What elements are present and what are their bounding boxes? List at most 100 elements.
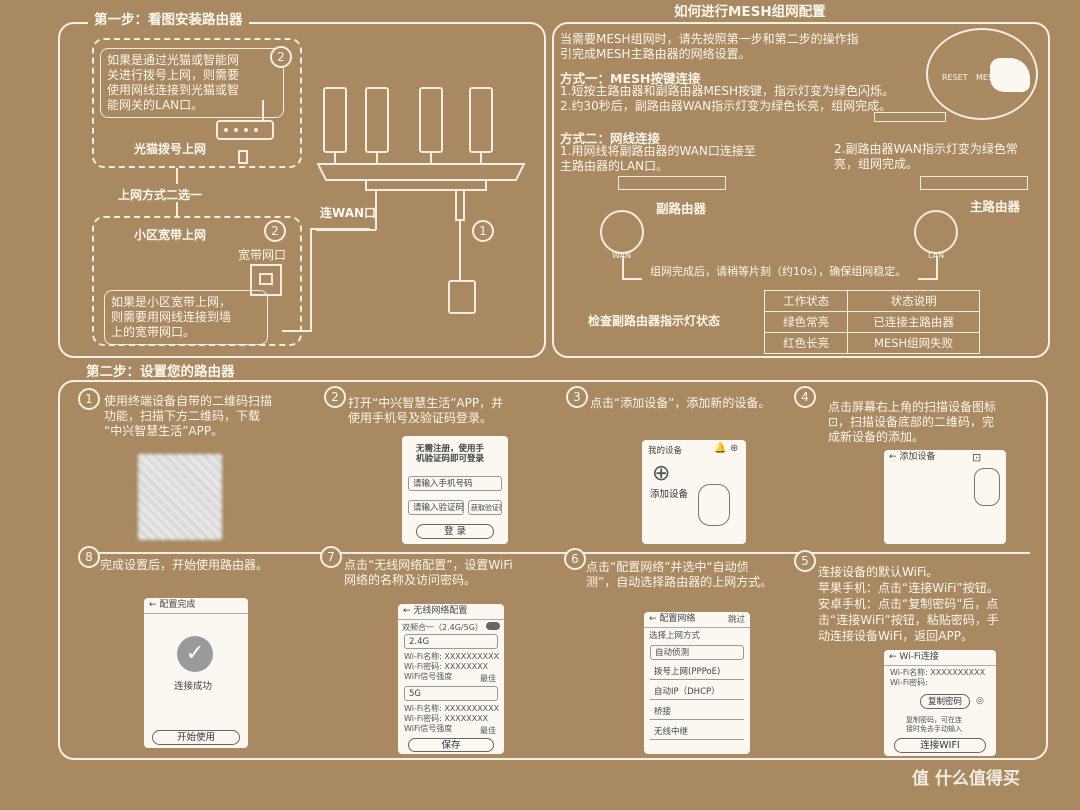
option-dhcp[interactable]: 自动IP（DHCP） [650,685,744,700]
modem-antenna [262,100,264,120]
method2-title: 方式二：网线连接 [560,131,661,146]
cable-to-wall [282,330,312,332]
wireless-config-screen-mock: ← 无线网络配置 双频合一（2.4G/5G） 2.4G Wi-Fi名称: XXX… [398,604,504,754]
broadband-title: 小区宽带上网 [134,228,207,242]
dual-band-toggle-label: 双频合一（2.4G/5G） [402,623,483,632]
router-illustration [316,87,526,280]
wifi-pwd-24g[interactable]: Wi-Fi密码: XXXXXXXX [404,662,489,671]
add-device-screen-mock: 我的设备 🔔 ⊕ ⊕ 添加设备 [642,440,746,544]
login-button[interactable]: 登 录 [416,524,494,539]
step1-title: 第一步：看图安装路由器 [88,8,249,28]
method1-step2: 2.约30秒后，副路由器WAN指示灯变为绿色长亮，组网完成。 [560,99,892,113]
step2-number-8: 8 [78,546,100,568]
network-config-screen-mock: ← 配置网络 跳过 选择上网方式 自动侦测 拨号上网(PPPoE) 自动IP（D… [644,612,750,754]
copy-note: 复制密码，可在连 接时免去手动输入 [906,716,962,733]
check-circle-icon: ✓ [177,636,213,672]
skip-link[interactable]: 跳过 [728,615,746,625]
default-wifi-name: Wi-Fi名称: XXXXXXXXXX [890,668,986,677]
mesh-cable-bottom-right [918,278,938,280]
lan-port-closeup [914,210,958,254]
phone-input[interactable]: 请输入手机号码 [408,476,502,491]
step2-step2-text: 打开“中兴智慧生活”APP，并 使用手机号及验证码登录。 [348,396,504,425]
cable-plug-icon [238,150,248,164]
default-wifi-pwd: Wi-Fi密码: [890,678,928,687]
network-config-head: ← 配置网络 [644,612,750,628]
connect-success-label: 连接成功 [174,681,213,692]
check-status-label: 检查副路由器指示灯状态 [588,314,721,328]
step-number-1: 1 [472,220,494,242]
complete-screen-head: ← 配置完成 [144,598,248,614]
wan-port-label: WAN [612,251,631,260]
wifi-name-5g[interactable]: Wi-Fi名称: XXXXXXXXXX [404,704,500,713]
copy-password-button[interactable]: 复制密码 [920,694,970,709]
connect-wifi-button[interactable]: 连接WIFI [894,738,986,753]
wifi-name-24g[interactable]: Wi-Fi名称: XXXXXXXXXX [404,652,500,661]
router-led-strip-icon [874,112,946,122]
bell-icon: 🔔 [714,443,727,454]
step-number-2-bottom: 2 [264,220,286,242]
main-router-label: 主路由器 [970,199,1021,214]
signal-best-24g[interactable]: 最佳 [480,674,496,683]
step2-panel [58,380,1048,760]
dual-band-toggle[interactable] [486,622,500,630]
scan-screen-mock: ← 添加设备 ⊡ [884,450,1006,544]
mesh-cable-right [936,256,938,278]
mesh-cable-bottom [622,278,642,280]
wifi-connect-head: ← Wi-Fi连接 [884,650,996,666]
mesh-cable-left [622,256,624,278]
band-5g-label: 5G [404,686,498,701]
save-button[interactable]: 保存 [408,738,494,752]
wifi-pwd-5g[interactable]: Wi-Fi密码: XXXXXXXX [404,714,489,723]
step2-step1-text: 使用终端设备自带的二维码扫描 功能，扫描下方二维码，下载 “中兴智慧生活”APP… [104,394,273,438]
either-connector [176,168,178,184]
sub-router-label: 副路由器 [656,201,707,216]
step2-number-2: 2 [324,386,346,408]
option-bridge[interactable]: 桥接 [650,705,744,720]
modem-label: 光猫拨号上网 [134,142,207,156]
start-using-button[interactable]: 开始使用 [152,730,240,745]
table-cell: MESH组网失败 [847,332,980,354]
table-row: 红色长亮 MESH组网失败 [763,332,980,354]
table-cell: 已连接主路由器 [847,311,980,333]
tapping-hand-icon [698,484,730,526]
get-code-button[interactable]: 获取验证码 [468,500,502,515]
wan-port-closeup [600,210,644,254]
option-auto-detect[interactable]: 自动侦测 [650,645,744,660]
wireless-config-head: ← 无线网络配置 [398,604,504,620]
tapping-hand-icon [974,468,1000,506]
modem-dashed-box [92,38,302,168]
wall-port-label: 宽带网口 [238,248,287,262]
signal-best-5g[interactable]: 最佳 [480,726,496,735]
mesh-title: 如何进行MESH组网配置 [668,0,832,20]
step2-step7-text: 点击“无线网络配置”，设置WiFi 网络的名称及访问密码。 [344,558,513,587]
option-wireless-relay[interactable]: 无线中继 [650,725,744,740]
step2-number-6: 6 [564,548,586,570]
status-table: 工作状态 状态说明 绿色常亮 已连接主路由器 红色长亮 MESH组网失败 [763,290,980,354]
mesh-button-label: MESH [976,73,1000,82]
add-circle-icon[interactable]: ⊕ [730,443,739,454]
wifi-connect-screen-mock: ← Wi-Fi连接 Wi-Fi名称: XXXXXXXXXX Wi-Fi密码: 复… [884,650,996,756]
step2-step3-text: 点击“添加设备”，添加新的设备。 [590,396,771,410]
mesh-button-closeup [926,28,1038,120]
method2-step2: 2.副路由器WAN指示灯变为绿色常 亮，组网完成。 [834,142,1018,171]
table-row: 绿色常亮 已连接主路由器 [763,311,980,333]
mesh-wait-note: 组网完成后，请稍等片刻（约10s），确保组网稳定。 [650,265,907,278]
step2-step4-text: 点击屏幕右上角的扫描设备图标 ⊡，扫描设备底部的二维码，完 成新设备的添加。 [828,400,997,444]
add-plus-icon[interactable]: ⊕ [652,461,671,486]
either-label: 上网方式二选一 [118,188,203,202]
eye-icon[interactable]: ◎ [976,696,984,706]
signal-strength-24g: WiFi信号强度 [404,672,453,681]
sub-router-ports-icon [618,176,726,190]
add-device-label[interactable]: 添加设备 [650,489,689,500]
table-header-row: 工作状态 状态说明 [763,290,980,312]
scan-device-icon[interactable]: ⊡ [972,451,982,464]
step-number-2-top: 2 [270,46,292,68]
step2-divider [90,552,1030,554]
option-pppoe[interactable]: 拨号上网(PPPoE) [650,665,744,680]
either-connector-2 [176,202,178,216]
broadband-note: 如果是小区宽带上网， 则需要用网线连接到墙 上的宽带网口。 [104,290,268,345]
reset-button-label: RESET [942,73,968,82]
mesh-panel [552,22,1050,358]
broadband-dashed-box [92,216,302,346]
code-input[interactable]: 请输入验证码 [408,500,464,515]
